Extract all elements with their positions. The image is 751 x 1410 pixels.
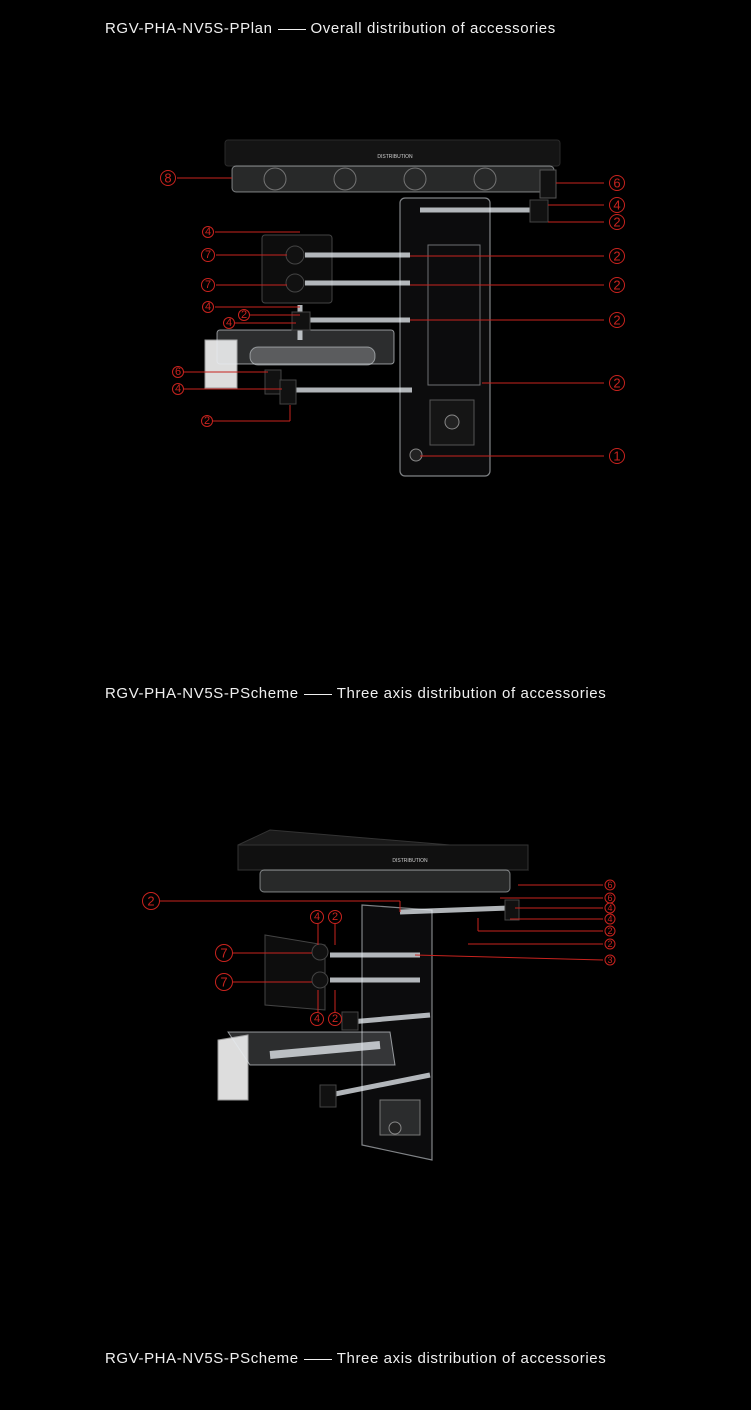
distro-plate: [399, 197, 491, 477]
callout-2: 2: [609, 312, 625, 328]
tubes: [329, 905, 511, 1098]
heading-dash: [303, 693, 332, 695]
svg-text:4: 4: [613, 198, 620, 213]
svg-text:2: 2: [613, 313, 620, 328]
callout-2: 2: [609, 248, 625, 264]
callout-2: 2: [201, 415, 213, 427]
callout-4: 4: [202, 226, 214, 238]
heading-model: RGV-PHA-NV5S-PScheme: [105, 1350, 299, 1367]
heading-dash: [277, 28, 306, 30]
svg-text:DISTRIBUTION: DISTRIBUTION: [392, 858, 428, 864]
svg-text:4: 4: [205, 301, 211, 313]
svg-text:DISTRIBUTION: DISTRIBUTION: [377, 154, 413, 160]
callout-7: 7: [215, 973, 233, 991]
heading-model: RGV-PHA-NV5S-PPlan: [105, 20, 273, 37]
callout-1: 1: [609, 448, 625, 464]
svg-text:6: 6: [175, 366, 181, 378]
svg-text:7: 7: [220, 975, 227, 990]
svg-text:8: 8: [164, 171, 171, 186]
callout-8: 8: [160, 170, 176, 186]
svg-text:2: 2: [613, 215, 620, 230]
section-heading-1: RGV-PHA-NV5S-PPlan Overall distribution o…: [105, 20, 556, 37]
callout-4: 4: [202, 301, 214, 313]
callout-7: 7: [201, 278, 215, 292]
svg-text:4: 4: [607, 914, 612, 924]
svg-text:6: 6: [607, 893, 612, 903]
fittings: [319, 899, 520, 1108]
callout-2: 2: [604, 925, 616, 937]
callout-4: 4: [604, 913, 616, 925]
callout-2: 2: [142, 892, 160, 910]
callout-6: 6: [609, 175, 625, 191]
svg-text:2: 2: [613, 278, 620, 293]
callout-7: 7: [215, 944, 233, 962]
svg-text:4: 4: [314, 1013, 320, 1025]
svg-text:2: 2: [332, 911, 338, 923]
callout-4: 4: [609, 197, 625, 213]
section-heading-3: RGV-PHA-NV5S-PScheme Three axis distribut…: [105, 1350, 606, 1367]
svg-text:2: 2: [613, 249, 620, 264]
cpu-block: [264, 934, 329, 1011]
svg-text:7: 7: [205, 279, 211, 291]
svg-text:2: 2: [613, 376, 620, 391]
callout-6: 6: [172, 366, 184, 378]
callout-2: 2: [604, 938, 616, 950]
callout-6: 6: [604, 879, 616, 891]
distro-plate: [361, 904, 433, 1161]
callout-4: 4: [172, 383, 184, 395]
radiator: DISTRIBUTION: [237, 829, 530, 893]
heading-desc: Overall distribution of accessories: [310, 20, 556, 37]
callout-4: 4: [604, 902, 616, 914]
callout-3: 3: [604, 954, 616, 966]
callout-6: 6: [604, 892, 616, 904]
heading-desc: Three axis distribution of accessories: [336, 1350, 607, 1367]
svg-text:4: 4: [226, 317, 232, 329]
callout-2: 2: [609, 214, 625, 230]
callout-2: 2: [328, 1012, 342, 1026]
svg-text:7: 7: [220, 946, 227, 961]
callout-2: 2: [609, 277, 625, 293]
svg-text:3: 3: [607, 955, 612, 965]
heading-desc: Three axis distribution of accessories: [336, 685, 607, 702]
callout-2: 2: [609, 375, 625, 391]
callout-2: 2: [328, 910, 342, 924]
gpu-block: [204, 329, 395, 389]
svg-text:2: 2: [607, 926, 612, 936]
svg-text:1: 1: [613, 449, 620, 464]
heading-dash: [303, 1358, 332, 1360]
svg-text:6: 6: [613, 176, 620, 191]
callout-4: 4: [310, 1012, 324, 1026]
callout-7: 7: [201, 248, 215, 262]
gpu-block: [217, 1031, 396, 1101]
svg-text:2: 2: [332, 1013, 338, 1025]
fittings: [264, 199, 549, 405]
heading-model: RGV-PHA-NV5S-PScheme: [105, 685, 299, 702]
callout-4: 4: [310, 910, 324, 924]
svg-text:2: 2: [147, 894, 154, 909]
svg-text:4: 4: [314, 911, 320, 923]
svg-text:2: 2: [204, 415, 210, 427]
svg-text:4: 4: [205, 226, 211, 238]
callout-4: 4: [223, 317, 235, 329]
plan-diagram: DISTRIBUTION: [160, 139, 625, 477]
three-axis-diagram: DISTRIBUTION: [142, 829, 616, 1161]
svg-text:2: 2: [607, 939, 612, 949]
cpu-block: [261, 234, 333, 304]
svg-text:6: 6: [607, 880, 612, 890]
radiator: DISTRIBUTION: [224, 139, 561, 199]
svg-text:4: 4: [607, 903, 612, 913]
svg-text:2: 2: [241, 309, 247, 321]
svg-text:4: 4: [175, 383, 181, 395]
svg-text:7: 7: [205, 249, 211, 261]
section-heading-2: RGV-PHA-NV5S-PScheme Three axis distribut…: [105, 685, 606, 702]
callout-2: 2: [238, 309, 250, 321]
